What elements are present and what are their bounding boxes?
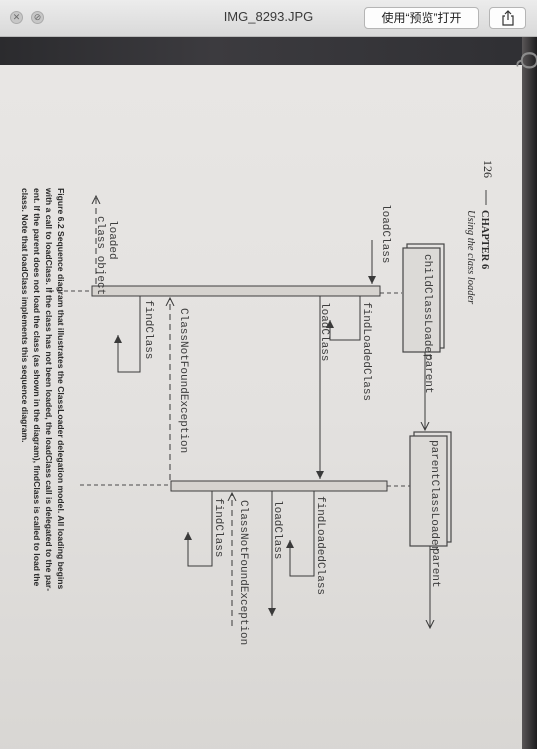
- share-button[interactable]: [489, 7, 526, 29]
- figure-caption: Figure 6.2 Sequence diagram that illustr…: [20, 187, 66, 591]
- minimize-icon: ⊘: [33, 12, 42, 22]
- child-findclass-label: findClass: [142, 300, 154, 359]
- parent-classloader-label: parentClassLoader: [428, 440, 440, 552]
- book-page: [0, 65, 537, 749]
- minimize-button[interactable]: ⊘: [31, 11, 44, 24]
- loaded-label-line2: class object: [94, 216, 106, 295]
- child-findloaded-label: findLoadedClass: [360, 302, 372, 401]
- parent-findclass-selfcall: [184, 491, 213, 567]
- child-activation-bar: [91, 285, 381, 297]
- book-spine: [522, 37, 537, 749]
- share-icon: [501, 10, 514, 26]
- running-head: 126 CHAPTER 6 Using the class loader: [465, 160, 495, 305]
- parent-findloaded-selfcall: [286, 491, 315, 577]
- parent-findclass-label: findClass: [212, 498, 224, 557]
- caption-line-4: class. Note that loadClass implements th…: [20, 188, 30, 443]
- chapter-subtitle: Using the class loader: [465, 210, 476, 305]
- image-viewer[interactable]: [0, 37, 537, 749]
- cnfe-label-1: ClassNotFoundException: [177, 308, 189, 453]
- child-findclass-selfcall: [114, 296, 141, 373]
- child-findloaded-selfcall: [326, 296, 361, 341]
- parent-ref-label-2: parent: [429, 548, 441, 588]
- open-with-preview-button[interactable]: 使用“预览”打开: [364, 7, 479, 29]
- caption-line-2: with a call to loadClass. If the class h…: [44, 187, 54, 591]
- delegate-loadclass-label: loadClass: [318, 302, 330, 361]
- corner-letter: Q: [515, 51, 537, 70]
- chapter-label: CHAPTER 6: [479, 210, 490, 269]
- upward-loadclass-label: loadClass: [271, 500, 283, 559]
- child-classloader-label: childClassLoader: [421, 254, 433, 360]
- incoming-loadclass-label: loadClass: [379, 204, 391, 263]
- parent-activation-bar: [170, 480, 388, 492]
- sequence-diagram: childClassLoader parentClassLoader paren…: [50, 196, 452, 645]
- close-icon: ✕: [12, 12, 21, 22]
- parent-findloaded-label: findLoadedClass: [314, 496, 326, 595]
- cnfe-label-2: ClassNotFoundException: [237, 500, 249, 645]
- parent-ref-label-1: parent: [422, 354, 434, 394]
- caption-line-3: ent. If the parent does not load the cla…: [32, 188, 42, 586]
- page-number: 126: [481, 160, 495, 178]
- loaded-label-line1: loaded: [106, 220, 118, 260]
- close-button[interactable]: ✕: [10, 11, 23, 24]
- caption-line-1: Figure 6.2 Sequence diagram that illustr…: [56, 188, 66, 590]
